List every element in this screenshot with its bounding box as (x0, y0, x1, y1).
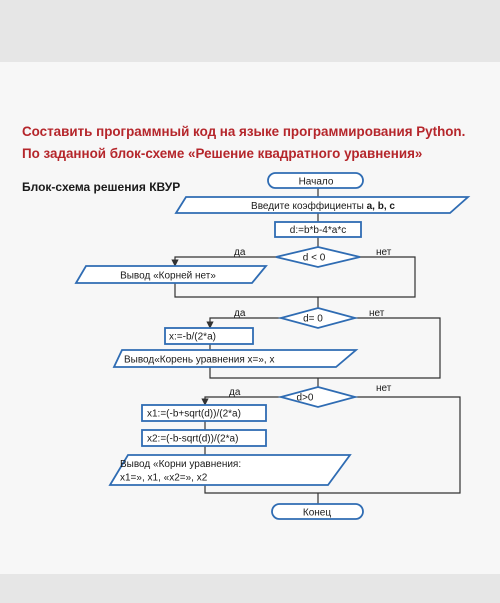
start-text: Начало (299, 177, 334, 188)
out-two-text-line-2: x1=», x1, «x2=», x2 (120, 473, 208, 484)
end-terminator (271, 503, 364, 520)
single-root-process (164, 327, 254, 345)
task-heading: Составить программный код на языке прогр… (22, 121, 492, 165)
cond3-yes-label: да (229, 387, 241, 398)
connector-out-two-merge (204, 485, 318, 494)
root2-process (141, 429, 267, 447)
out-none-parallelogram (74, 265, 268, 284)
connector-out-none-merge (174, 283, 318, 298)
connector-cond1-yes (171, 256, 276, 267)
cond2-yes-label: да (234, 308, 246, 319)
out-single-parallelogram (112, 349, 359, 368)
connector-cond2-yes (206, 317, 281, 329)
cond3-text: d>0 (297, 393, 314, 404)
input-parallelogram (174, 196, 471, 214)
cond1-no-label: нет (376, 247, 392, 258)
connector-cond3-no (318, 396, 461, 494)
cond1-yes-label: да (234, 247, 246, 258)
cond3-decision (277, 386, 359, 408)
connector-cond1-no (318, 256, 416, 298)
start-terminator (267, 172, 364, 189)
connector-lines (171, 188, 461, 504)
connector-out-single-merge (209, 367, 318, 379)
cond1-decision (275, 246, 361, 268)
task-heading-line-2: По заданной блок-схеме «Решение квадратн… (22, 146, 423, 161)
connector-cond3-yes (201, 396, 281, 406)
discriminant-text: d:=b*b-4*a*c (290, 225, 346, 236)
task-heading-line-1: Составить программный код на языке прогр… (22, 124, 466, 139)
cond1-text: d < 0 (303, 253, 326, 264)
out-single-text: Вывод«Корень уравнения x=», x (124, 355, 274, 366)
end-text: Конец (303, 508, 331, 519)
discriminant-process (274, 221, 362, 238)
cond2-text: d= 0 (303, 314, 323, 325)
input-text: Введите коэффициенты a, b, c (251, 200, 395, 212)
single-root-text: x:=-b/(2*a) (169, 332, 216, 343)
out-two-parallelogram (108, 454, 352, 486)
out-none-text: Вывод «Корней нет» (120, 271, 216, 282)
cond3-no-label: нет (376, 383, 392, 394)
root1-process (141, 404, 267, 422)
connector-cond2-no (318, 317, 441, 379)
root1-text: x1:=(-b+sqrt(d))/(2*a) (147, 409, 241, 420)
cond2-decision (277, 307, 359, 329)
cond2-no-label: нет (369, 308, 385, 319)
flowchart-title: Блок-схема решения КВУР (22, 180, 180, 194)
root2-text: x2:=(-b-sqrt(d))/(2*a) (147, 434, 238, 445)
out-two-text-line-1: Вывод «Корни уравнения: (120, 459, 241, 470)
